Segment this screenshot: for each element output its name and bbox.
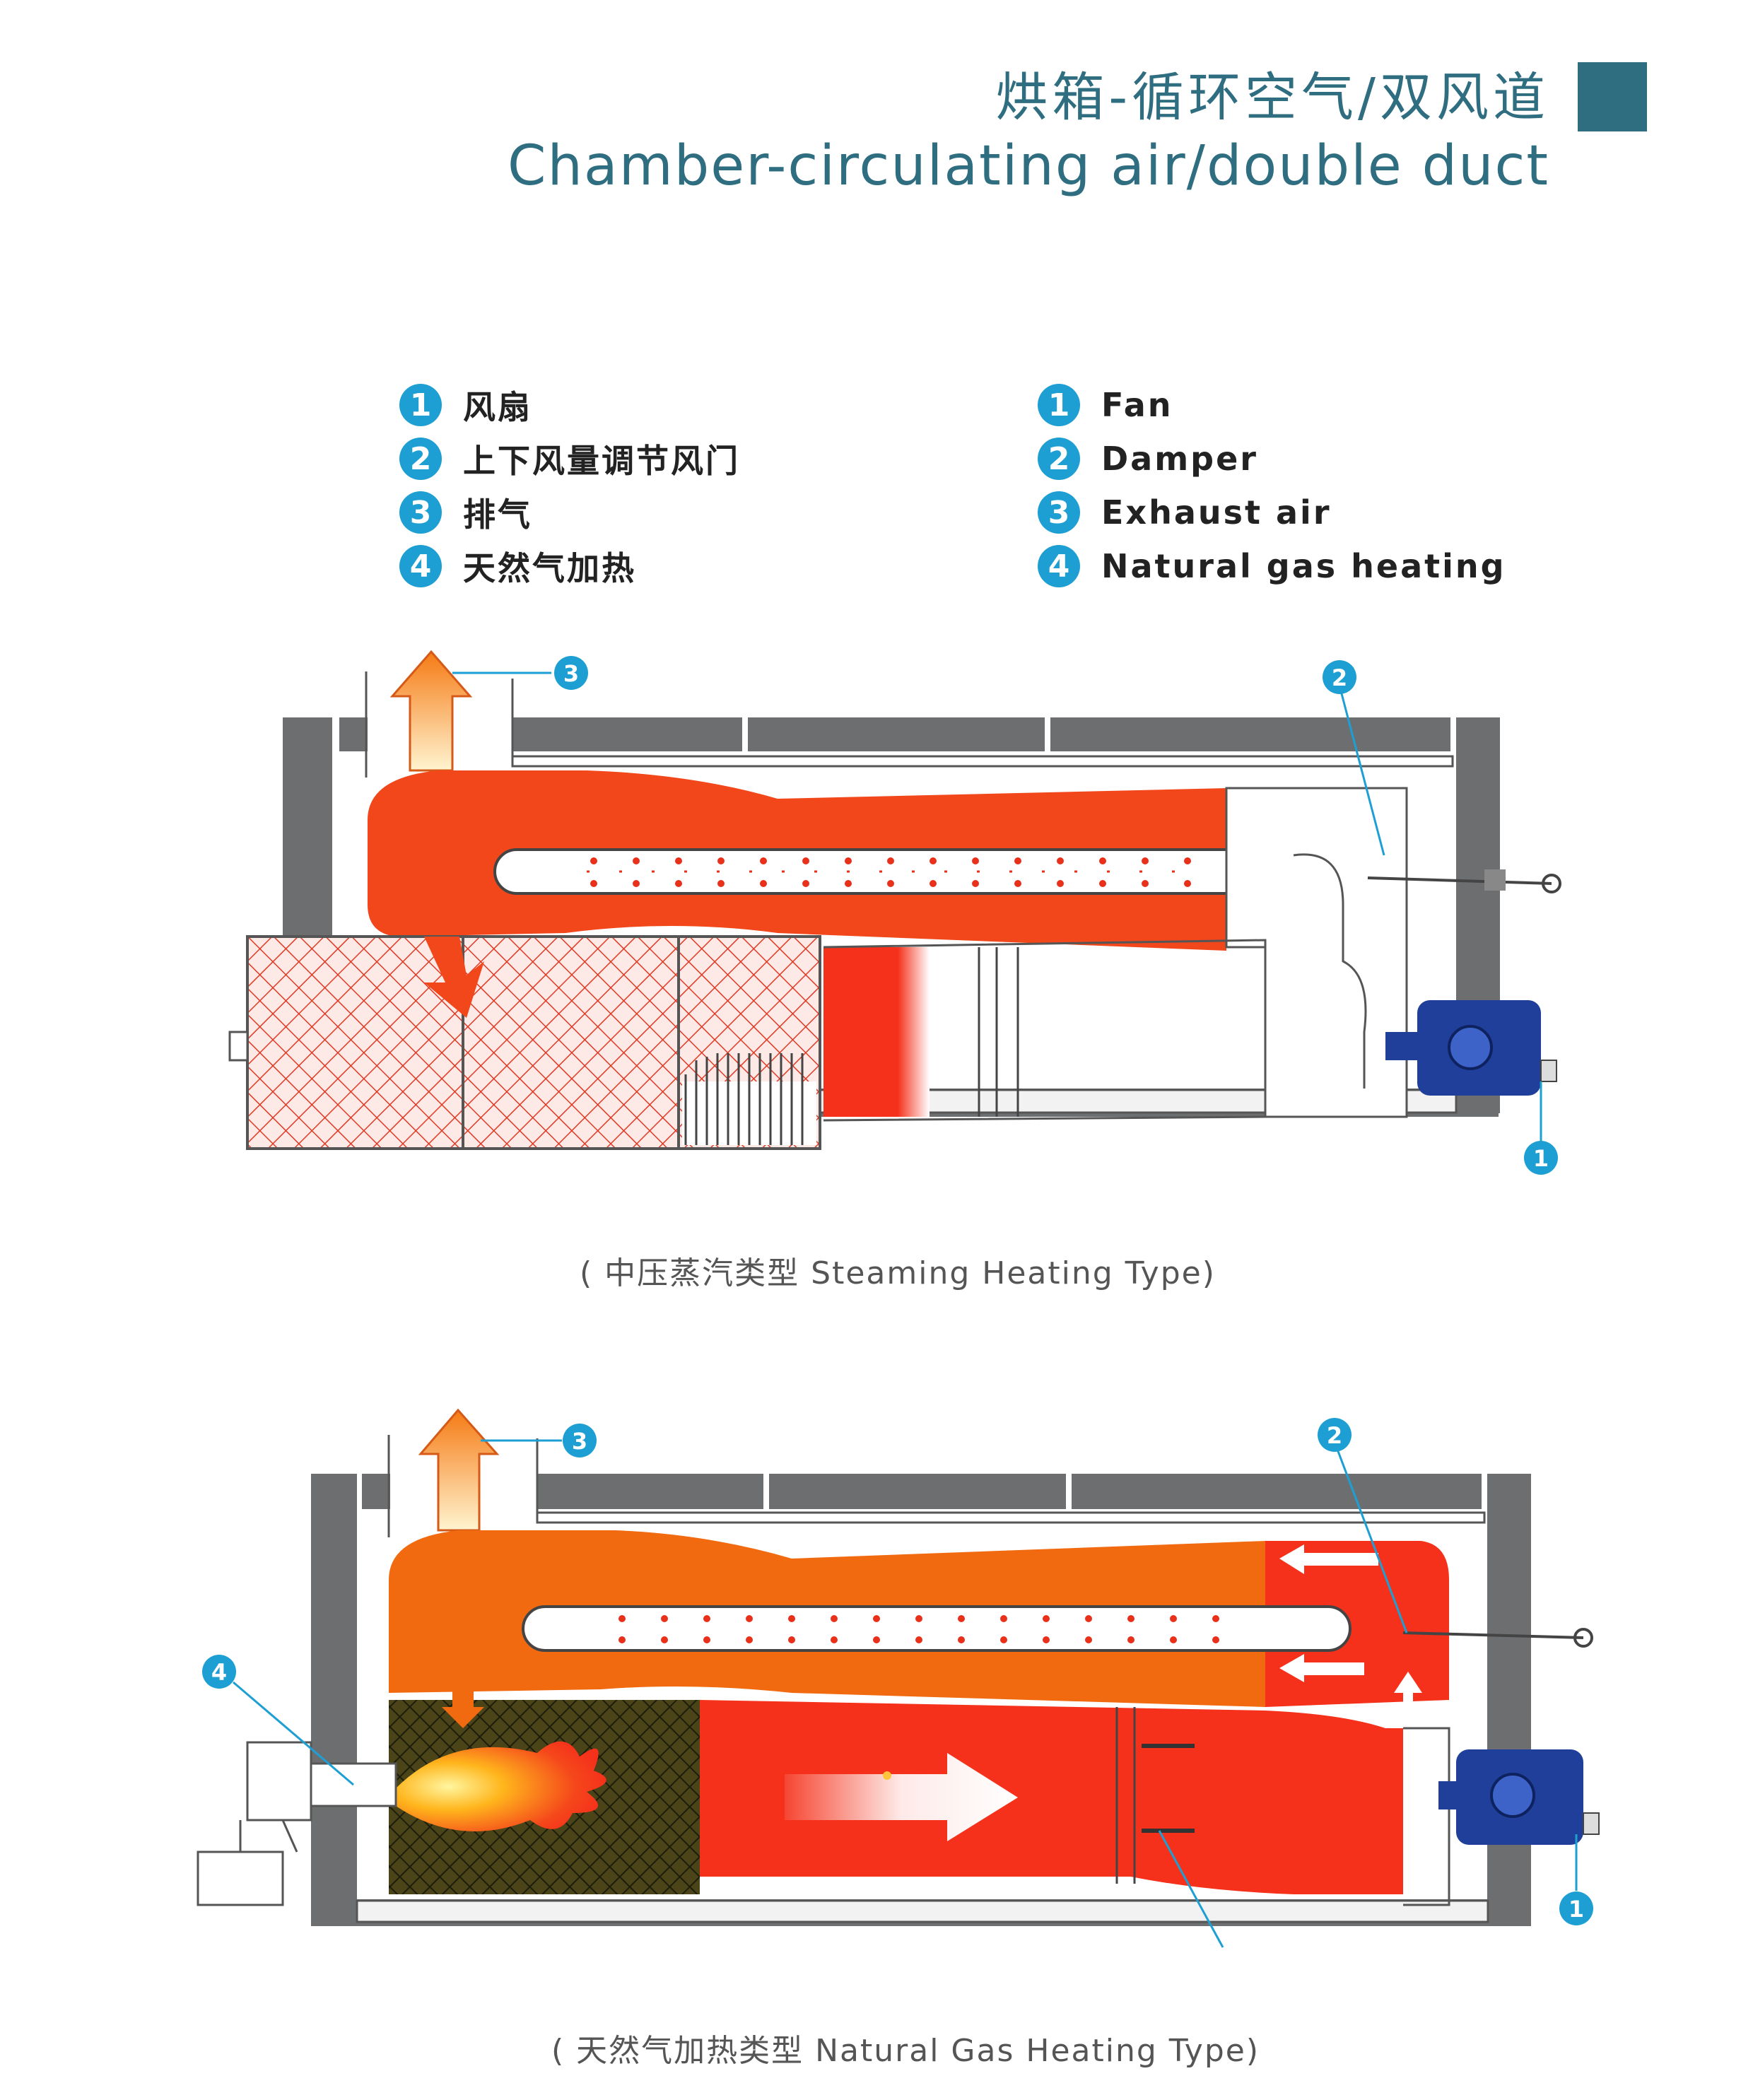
legend-item: 1 Fan [1038, 378, 1506, 432]
right-wall [1487, 1474, 1531, 1926]
airflow-arrow [1279, 1544, 1378, 1574]
top-wall-panel [362, 1474, 390, 1509]
airflow-arrow [1394, 1672, 1422, 1756]
legend-item: 3 排气 [399, 486, 740, 539]
damper-rod [1402, 1631, 1584, 1639]
callout-1-number: 1 [1533, 1145, 1549, 1172]
number-badge: 3 [1038, 491, 1080, 534]
callout-1: 1 [1524, 1141, 1558, 1175]
callout-1-number: 1 [1569, 1896, 1584, 1923]
top-wall-panel [769, 1474, 1066, 1509]
legend-item: 1 风扇 [399, 378, 740, 432]
airflow-arrow [1279, 1654, 1364, 1682]
tube-dots [618, 1615, 1219, 1643]
number-badge: 2 [1038, 438, 1080, 480]
callout-2: 2 [1318, 1418, 1352, 1452]
airflow-arrow [785, 1753, 1018, 1841]
fan-icon [1490, 1773, 1535, 1818]
callout-3-number: 3 [563, 660, 579, 687]
callout-4-number: 4 [211, 1659, 227, 1686]
title-accent-block [1578, 62, 1647, 131]
top-wall-panel [1050, 717, 1450, 751]
legend-label: 天然气加热 [463, 549, 636, 587]
inner-top-line [511, 755, 1454, 768]
heating-tube [493, 848, 1302, 895]
top-wall-panel [537, 1474, 763, 1509]
legend-english: 1 Fan 2 Damper 3 Exhaust air 4 Natural g… [1038, 378, 1506, 593]
fan-icon [1448, 1025, 1493, 1070]
callout-2: 2 [1323, 660, 1356, 694]
top-wall-panel [748, 717, 1045, 751]
mesh-panel [246, 935, 464, 1150]
callout-2-number: 2 [1327, 1422, 1342, 1449]
mesh-panel [462, 935, 680, 1150]
legend-label: 风扇 [463, 388, 532, 426]
natural-gas-heating-diagram: 3 2 4 1 [197, 1408, 1600, 1948]
heating-tube [522, 1605, 1352, 1652]
exhaust-arrow [389, 650, 473, 772]
callout-2-number: 2 [1332, 664, 1347, 691]
legend-chinese: 1 风扇 2 上下风量调节风门 3 排气 4 天然气加热 [399, 378, 740, 593]
top-wall-panel [512, 717, 742, 751]
burner-flame [396, 1741, 606, 1831]
legend-label: Fan [1101, 386, 1173, 424]
legend-label: Exhaust air [1101, 493, 1332, 532]
bottom-inner-strip [356, 1899, 1489, 1923]
top-wall-panel [339, 717, 368, 751]
legend-label: Damper [1101, 440, 1258, 478]
callout-3-number: 3 [572, 1428, 587, 1455]
left-wall [311, 1474, 357, 1926]
number-badge: 4 [1038, 545, 1080, 587]
callout-4: 4 [202, 1655, 236, 1689]
legend-item: 2 Damper [1038, 432, 1506, 486]
title-english: Chamber-circulating air/double duct [508, 134, 1549, 198]
number-badge: 2 [399, 438, 442, 480]
number-badge: 4 [399, 545, 442, 587]
legend-item: 4 Natural gas heating [1038, 539, 1506, 593]
diagram1-caption: ( 中压蒸汽类型 Steaming Heating Type) [580, 1255, 1216, 1291]
title-chinese: 烘箱-循环空气/双风道 [995, 67, 1549, 128]
number-badge: 1 [1038, 384, 1080, 426]
legend-item: 3 Exhaust air [1038, 486, 1506, 539]
fan-housing [1403, 1727, 1450, 1906]
diagram2-caption: ( 天然气加热类型 Natural Gas Heating Type) [551, 2033, 1260, 2069]
callout-1: 1 [1559, 1891, 1593, 1925]
lower-air-duct [823, 947, 930, 1117]
legend-label: Natural gas heating [1101, 547, 1506, 585]
damper-rod [1367, 876, 1552, 885]
legend-item: 2 上下风量调节风门 [399, 432, 740, 486]
number-badge: 3 [399, 491, 442, 534]
callout-3: 3 [563, 1424, 597, 1457]
number-badge: 1 [399, 384, 442, 426]
legend-label: 排气 [463, 495, 532, 534]
tube-dots [590, 857, 1191, 887]
callout-3: 3 [554, 656, 588, 690]
top-wall-panel [1072, 1474, 1482, 1509]
legend-item: 4 天然气加热 [399, 539, 740, 593]
downflow-arrow [424, 937, 484, 1018]
exhaust-arrow [418, 1408, 500, 1532]
legend-label: 上下风量调节风门 [463, 442, 740, 480]
steaming-heating-diagram: 3 2 1 [228, 650, 1561, 1175]
lower-air-duct [700, 1700, 1403, 1894]
